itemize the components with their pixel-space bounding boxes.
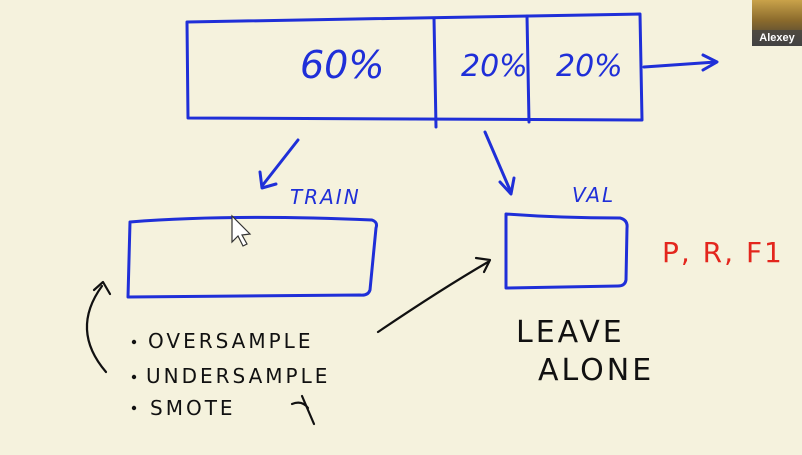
arrow-to-val-head <box>498 176 516 196</box>
dataset-split-bar: 60% 20% 20% <box>185 12 719 129</box>
scribble-mark <box>290 394 316 426</box>
alone-label: ALONE <box>538 353 654 388</box>
curved-arrow-to-train-head <box>92 280 112 296</box>
bullet-dot <box>131 405 137 411</box>
leave-label: LEAVE <box>516 315 625 350</box>
mouse-cursor-icon <box>231 214 252 247</box>
bullet-dot <box>131 339 137 345</box>
train-box <box>126 215 378 299</box>
train-percent-label: 60% <box>300 43 384 87</box>
arrow-to-train-head <box>258 170 278 190</box>
arrow-to-val-box <box>376 260 490 334</box>
arrow-to-val <box>483 130 512 192</box>
technique-list: OVERSAMPLE UNDERSAMPLE SMOTE <box>131 329 330 420</box>
test-arrow-line <box>642 60 718 69</box>
technique-item-undersample: UNDERSAMPLE <box>146 364 330 388</box>
test-percent-label: 20% <box>556 49 623 84</box>
val-label: VAL <box>572 183 615 207</box>
split-divider-2 <box>525 14 531 124</box>
technique-item-smote: SMOTE <box>150 396 236 420</box>
split-bar-outline <box>185 12 644 122</box>
train-label: TRAIN <box>290 185 361 209</box>
metrics-label: P, R, F1 <box>662 236 784 269</box>
webcam-thumbnail: Alexey <box>752 0 802 46</box>
bullet-dot <box>131 374 137 380</box>
val-percent-label: 20% <box>461 49 528 84</box>
curved-arrow-to-train <box>85 284 108 374</box>
technique-item-oversample: OVERSAMPLE <box>148 329 313 353</box>
arrow-to-val-box-head <box>474 256 492 274</box>
webcam-name-label: Alexey <box>752 30 802 46</box>
val-box <box>504 212 629 290</box>
arrow-to-train <box>260 138 300 188</box>
test-arrow-head <box>701 53 719 72</box>
split-divider-1 <box>432 16 438 129</box>
